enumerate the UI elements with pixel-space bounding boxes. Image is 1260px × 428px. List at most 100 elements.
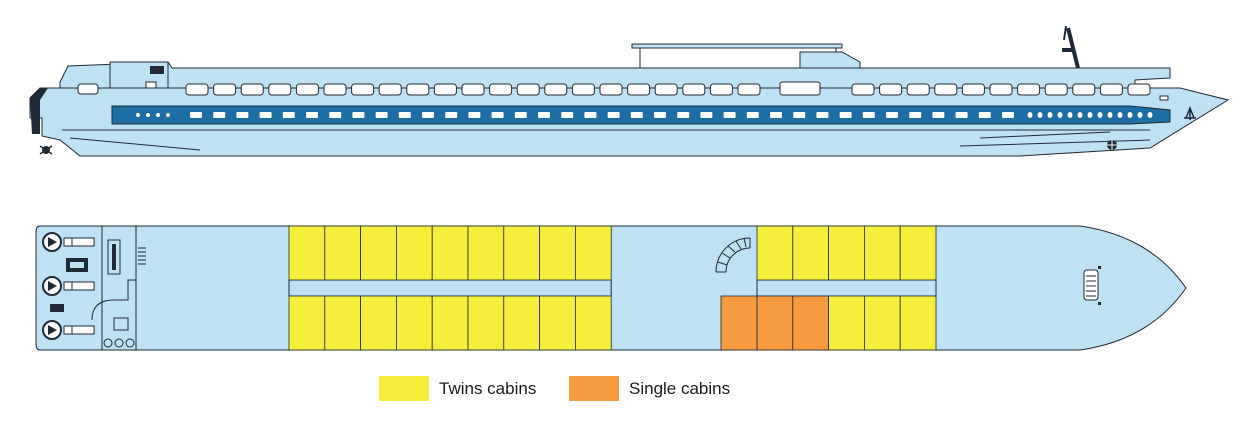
window (406, 83, 430, 96)
window (544, 83, 568, 96)
porthole (329, 112, 342, 118)
engine-units (42, 232, 95, 340)
window (906, 83, 930, 96)
mast (1062, 25, 1080, 69)
window (851, 83, 875, 96)
window (627, 83, 651, 96)
sun-deck-canopy (631, 43, 861, 69)
porthole (156, 113, 160, 117)
twin-cabin (792, 225, 829, 281)
porthole (1137, 112, 1143, 118)
window (879, 83, 903, 96)
porthole (136, 113, 140, 117)
porthole (886, 112, 898, 118)
window (571, 83, 595, 96)
porthole (1002, 112, 1014, 118)
porthole (1097, 112, 1103, 118)
porthole (538, 112, 550, 118)
window (654, 83, 678, 96)
single-cabin (792, 295, 829, 351)
twin-cabin (360, 225, 397, 281)
porthole (1087, 112, 1093, 118)
porthole (723, 112, 736, 118)
window (1127, 83, 1151, 96)
window (779, 81, 821, 96)
porthole (422, 112, 434, 118)
twin-cabin (395, 295, 433, 351)
twin-cabin (899, 225, 937, 281)
legend-twin: Twins cabins (379, 376, 536, 401)
twin-cabin (288, 295, 326, 351)
window (1017, 83, 1041, 96)
porthole (213, 112, 226, 118)
window (185, 83, 209, 96)
window (213, 83, 237, 96)
aft-cabin-block (288, 225, 612, 351)
window (240, 83, 264, 96)
porthole (468, 112, 481, 118)
porthole (955, 112, 968, 118)
twin-cabin (288, 225, 326, 281)
twin-cabin (864, 225, 901, 281)
porthole (306, 112, 318, 118)
porthole (491, 112, 504, 118)
porthole (146, 113, 150, 117)
porthole (1027, 112, 1033, 118)
window (709, 83, 733, 96)
porthole (1057, 112, 1063, 118)
porthole (1127, 112, 1133, 118)
twin-cabin (431, 225, 469, 281)
porthole (1107, 112, 1113, 118)
legend-single-label: Single cabins (629, 378, 731, 398)
porthole (1147, 112, 1153, 118)
porthole (1067, 112, 1073, 118)
window (489, 83, 513, 96)
window (77, 83, 99, 95)
bow-staircase-icon (1083, 266, 1101, 305)
legend-twin-label: Twins cabins (439, 378, 537, 398)
porthole (677, 112, 690, 118)
porthole (1037, 112, 1043, 118)
porthole (1047, 112, 1053, 118)
legend-single: Single cabins (569, 376, 730, 401)
porthole (282, 112, 295, 118)
porthole (1077, 112, 1083, 118)
twin-cabin (431, 295, 469, 351)
porthole (514, 112, 527, 118)
porthole (607, 112, 620, 118)
propeller-icon (39, 145, 53, 155)
porthole (398, 112, 411, 118)
porthole-windows (136, 112, 1153, 118)
corridor (288, 279, 612, 297)
twin-cabin (828, 225, 865, 281)
engine-unit (42, 276, 95, 296)
porthole (630, 112, 643, 118)
twin-cabin (395, 225, 433, 281)
porthole (352, 112, 365, 118)
porthole (561, 112, 574, 118)
porthole (978, 112, 991, 118)
twin-cabin (539, 225, 576, 281)
twin-cabin (828, 295, 865, 351)
porthole (839, 112, 852, 118)
porthole (375, 112, 388, 118)
twin-cabin (467, 225, 505, 281)
twin-cabin (575, 295, 612, 351)
fore-cabin-block (720, 225, 937, 351)
spiral-staircase-icon (715, 237, 751, 273)
porthole (909, 112, 922, 118)
porthole (816, 112, 829, 118)
porthole (1117, 112, 1123, 118)
twin-cabin (324, 295, 361, 351)
window (1099, 83, 1123, 96)
corridor (756, 279, 937, 297)
deck-plan (35, 225, 1187, 351)
twin-cabin (899, 295, 937, 351)
window (989, 83, 1013, 96)
porthole (259, 112, 272, 118)
side-view (29, 25, 1230, 157)
window (378, 83, 402, 96)
twin-cabin (503, 225, 540, 281)
single-cabin (720, 295, 758, 351)
